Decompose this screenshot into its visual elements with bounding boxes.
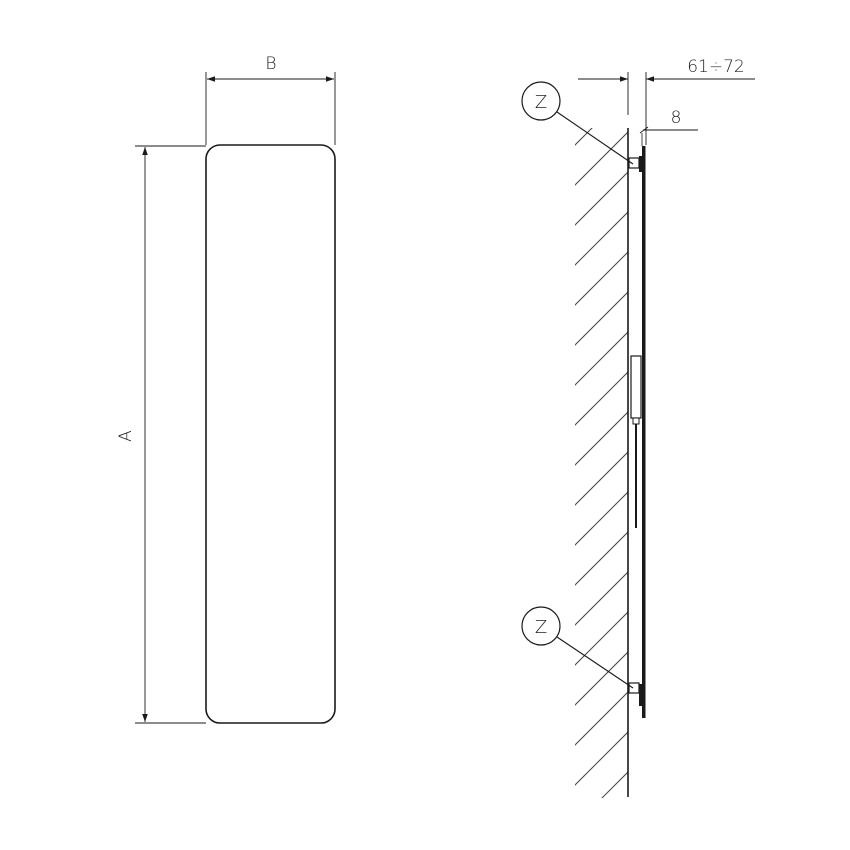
top-bracket-label: Z	[535, 92, 547, 113]
bottom-bracket	[628, 682, 640, 694]
side-view	[521, 72, 755, 798]
bottom-bracket-callout	[521, 606, 561, 646]
wall-hatching	[575, 128, 628, 798]
top-bracket-callout	[521, 81, 561, 121]
radiator-panel-front	[205, 144, 336, 724]
height-label: A	[116, 430, 136, 442]
front-view	[135, 72, 336, 724]
depth-label: 61÷72	[687, 57, 745, 77]
bottom-bracket-label: Z	[535, 617, 547, 638]
heating-element-box	[630, 355, 642, 419]
top-bracket	[628, 157, 640, 169]
radiator-panel-side	[642, 146, 646, 718]
panel-thickness-label: 8	[671, 108, 682, 128]
width-label: B	[265, 54, 276, 74]
